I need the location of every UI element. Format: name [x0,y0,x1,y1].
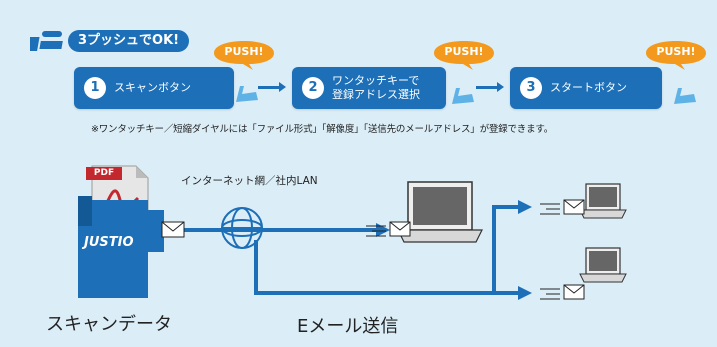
step-scan-button: 1 スキャンボタン [74,67,234,109]
step-label: ワンタッチキーで 登録アドレス選択 [332,74,420,101]
device-brand: JUSTIO [84,235,134,250]
envelope-icon [540,199,585,215]
arrow-head [518,286,532,300]
step-label: スキャンボタン [114,81,191,94]
step-number: 1 [84,77,106,99]
email-caption: Eメール送信 [297,316,399,337]
network-label: インターネット網／社内LAN [181,175,318,187]
arrow-head [518,200,532,214]
flow-arrow [476,82,504,92]
header-title: 3プッシュでOK! [68,30,190,52]
step-label: スタートボタン [550,81,627,94]
push-callout: PUSH! [433,40,495,70]
laptop-icon [579,183,627,219]
connection-line [492,205,518,293]
pdf-label: PDF [86,167,122,180]
network-globe-icon [221,207,263,249]
step-start-button: 3 スタートボタン [510,67,662,109]
connection-line [254,240,518,295]
network-diagram [78,165,627,300]
step-select-address: 2 ワンタッチキーで 登録アドレス選択 [292,67,446,109]
pointing-hand-icon [674,88,696,104]
push-label: PUSH! [444,45,484,58]
laptop-icon [397,181,483,243]
scanner-hand-icon [30,31,63,51]
push-label: PUSH! [656,45,696,58]
step-number: 2 [302,77,324,99]
step-number: 3 [520,77,542,99]
envelope-icon [366,221,411,237]
envelope-icon [161,221,185,238]
arrow-head [376,223,390,237]
laptop-icon [579,247,627,283]
envelope-icon [540,284,585,300]
flow-arrow [258,82,286,92]
push-callout: PUSH! [645,40,707,70]
pointing-hand-icon [452,88,474,104]
scan-caption: スキャンデータ [46,314,172,335]
push-label: PUSH! [224,45,264,58]
justio-scanner-device [78,196,164,298]
push-callout: PUSH! [213,40,275,70]
pointing-hand-icon [236,86,258,102]
note-text: ※ワンタッチキー／短縮ダイヤルには「ファイル形式」「解像度」「送信先のメールアド… [91,124,554,135]
